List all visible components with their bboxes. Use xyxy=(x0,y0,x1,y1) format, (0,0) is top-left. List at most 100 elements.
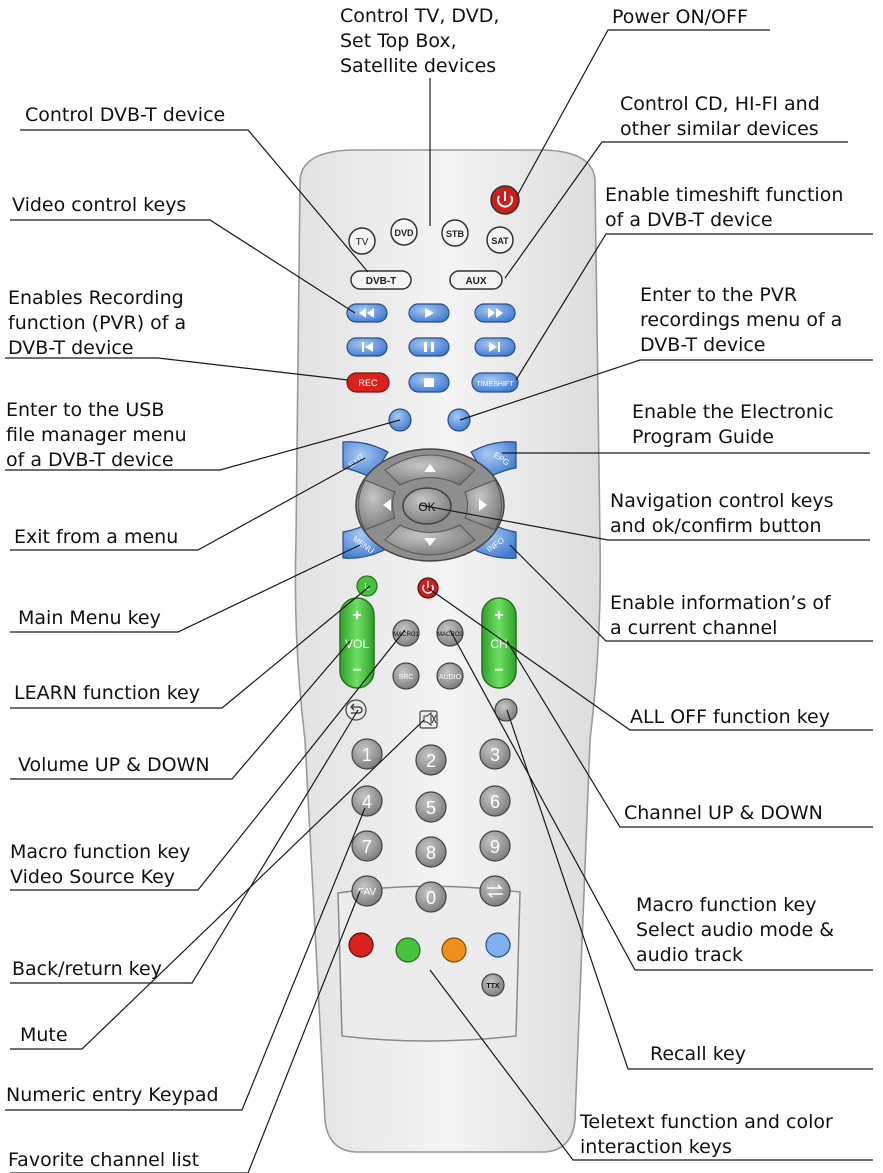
orange-key[interactable] xyxy=(441,937,467,963)
callout-channel-line-1: Channel UP & DOWN xyxy=(624,802,823,824)
stop-button[interactable] xyxy=(408,372,450,393)
digit-8-button[interactable]: 8 xyxy=(415,836,447,868)
callout-macro-video-line-1: Macro function key xyxy=(10,841,191,863)
digit-0-button[interactable]: 0 xyxy=(415,881,447,913)
learn-button-label: L xyxy=(364,582,370,593)
src-button[interactable]: SRC xyxy=(392,662,420,690)
leader-navigation xyxy=(419,504,870,541)
macro2-button[interactable]: MACRO2 xyxy=(436,619,464,647)
callout-mute: Mute xyxy=(20,1023,68,1048)
digit-2-button[interactable]: 2 xyxy=(415,744,447,776)
back-button[interactable] xyxy=(345,699,367,721)
leader-main-menu xyxy=(10,544,361,633)
callout-navigation-line-2: and ok/confirm button xyxy=(610,515,822,537)
leader-teletext xyxy=(429,969,873,1161)
digit-6-button[interactable]: 6 xyxy=(479,785,511,817)
arrow-up-icon xyxy=(424,464,436,472)
leader-volume xyxy=(10,640,351,780)
digit-9-label: 9 xyxy=(490,837,500,857)
pause-button[interactable] xyxy=(408,337,450,357)
callout-timeshift-line-1: Enable timeshift function xyxy=(605,184,844,206)
leader-channel xyxy=(506,640,873,828)
tv-button[interactable]: TV xyxy=(348,227,376,255)
leader-video-control xyxy=(10,219,356,314)
digit-7-button[interactable]: 7 xyxy=(351,830,383,862)
leader-control-dvbt xyxy=(20,129,369,273)
fast-forward-button[interactable] xyxy=(474,303,516,323)
pvr-button[interactable] xyxy=(447,408,471,432)
callout-pvr-line-2: recordings menu of a xyxy=(640,309,843,331)
dvd-button-label: DVD xyxy=(394,228,414,238)
leader-mute xyxy=(10,719,425,1050)
callout-macro-audio-line-2: Select audio mode & xyxy=(636,919,835,941)
mute-button[interactable] xyxy=(419,710,438,729)
play-icon xyxy=(425,308,434,318)
rec-button[interactable]: REC xyxy=(346,372,390,393)
macro1-button[interactable]: MACRO1 xyxy=(392,619,420,647)
callout-navigation-line-1: Navigation control keys xyxy=(610,490,834,512)
callout-main-menu-line-1: Main Menu key xyxy=(18,607,161,629)
digit-9-button[interactable]: 9 xyxy=(479,830,511,862)
nav-left-button[interactable] xyxy=(358,479,396,531)
digit-4-button[interactable]: 4 xyxy=(351,785,383,817)
fav-button[interactable]: FAV xyxy=(351,875,383,907)
aux-button-label: AUX xyxy=(465,276,486,287)
channel-rocker[interactable]: + CH − xyxy=(481,597,517,689)
skip-back-icon xyxy=(362,342,373,352)
callout-volume: Volume UP & DOWN xyxy=(18,753,210,778)
vol-plus-label: + xyxy=(352,607,361,624)
ttx-button[interactable]: TTX xyxy=(481,973,505,997)
next-button[interactable] xyxy=(474,337,516,357)
digit-3-button[interactable]: 3 xyxy=(479,738,511,770)
timeshift-button[interactable]: TIMESHIFT xyxy=(471,372,519,393)
ttx-button-label: TTX xyxy=(486,983,500,990)
leader-control-cd xyxy=(504,141,848,279)
callout-macro-audio: Macro function key Select audio mode & a… xyxy=(636,893,834,968)
callout-mute-line-1: Mute xyxy=(20,1024,68,1046)
play-button[interactable] xyxy=(408,303,450,323)
digit-1-button[interactable]: 1 xyxy=(351,738,383,770)
red-key[interactable] xyxy=(348,932,374,958)
leader-favorite xyxy=(10,890,361,1173)
callout-control-tv-dvd-line-1: Control TV, DVD, xyxy=(340,5,500,27)
swap-button[interactable] xyxy=(479,875,511,907)
leader-macro-video xyxy=(10,629,406,891)
dvbt-button[interactable]: DVB-T xyxy=(350,270,412,290)
recall-button[interactable] xyxy=(494,698,518,722)
stb-button-label: STB xyxy=(446,229,465,239)
callout-teletext-line-2: interaction keys xyxy=(580,1136,732,1158)
volume-rocker[interactable]: + VOL − xyxy=(339,597,375,689)
ok-button-label: OK xyxy=(418,500,435,514)
callout-video-control: Video control keys xyxy=(12,193,186,218)
light-blue-key[interactable] xyxy=(485,932,511,958)
aux-button[interactable]: AUX xyxy=(449,270,503,290)
leader-exit xyxy=(10,457,366,551)
green-key[interactable] xyxy=(395,937,421,963)
leader-macro-audio xyxy=(449,629,873,971)
callout-control-dvbt: Control DVB-T device xyxy=(25,103,225,128)
power-button[interactable] xyxy=(490,185,520,215)
audio-button[interactable]: AUDIO xyxy=(436,662,464,690)
sat-button[interactable]: SAT xyxy=(486,226,514,254)
src-button-label: SRC xyxy=(399,674,414,681)
callout-epg-line-1: Enable the Electronic xyxy=(632,401,834,423)
fast-forward-icon xyxy=(488,308,503,318)
dvd-button[interactable]: DVD xyxy=(390,218,418,246)
callout-control-dvbt-line-1: Control DVB-T device xyxy=(25,104,226,126)
learn-button[interactable]: L xyxy=(356,575,378,597)
leader-all-off xyxy=(427,587,873,731)
stb-button[interactable]: STB xyxy=(441,219,469,247)
ch-plus-label: + xyxy=(494,607,503,624)
rewind-button[interactable] xyxy=(346,303,388,323)
callout-numeric-line-1: Numeric entry Keypad xyxy=(6,1084,219,1106)
callout-recording: Enables Recording function (PVR) of a DV… xyxy=(8,286,186,361)
callout-epg-line-2: Program Guide xyxy=(632,426,774,448)
callout-back: Back/return key xyxy=(12,957,162,982)
callout-macro-audio-line-3: audio track xyxy=(636,944,744,966)
previous-button[interactable] xyxy=(346,337,388,357)
digit-3-label: 3 xyxy=(490,745,500,765)
digit-5-button[interactable]: 5 xyxy=(415,791,447,823)
callout-teletext-line-1: Teletext function and color xyxy=(580,1111,833,1133)
audio-button-label: AUDIO xyxy=(439,674,462,681)
callout-power-line-1: Power ON/OFF xyxy=(612,6,748,28)
